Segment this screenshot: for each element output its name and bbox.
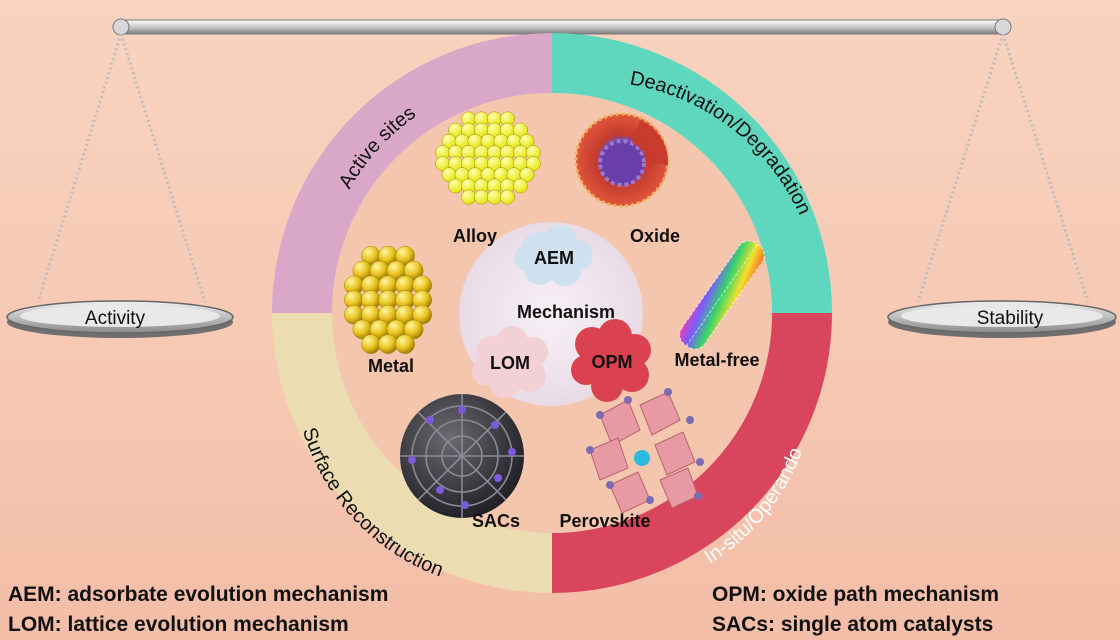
ring-segment-insitu — [552, 313, 832, 593]
lom-label: LOM — [490, 353, 530, 373]
cloud-lom: LOM — [472, 326, 548, 398]
metal-cluster-icon — [344, 246, 432, 354]
right-pan-chains — [916, 33, 1090, 303]
left-pan: Activity — [6, 300, 234, 338]
legend-lom: LOM: lattice evolution mechanism — [8, 613, 349, 636]
legend-sacs: SACs: single atom catalysts — [712, 613, 994, 636]
metal-free-label: Metal-free — [674, 350, 759, 370]
sacs-label: SACs — [472, 511, 520, 531]
perovskite-label: Perovskite — [559, 511, 650, 531]
outer-ring — [272, 33, 832, 593]
right-pan: Stability — [887, 300, 1117, 338]
ring-segment-active-sites — [272, 33, 552, 313]
balance-beam — [112, 18, 1012, 36]
legend-left: AEM: adsorbate evolution mechanism LOM: … — [8, 580, 388, 640]
alloy-label: Alloy — [453, 226, 497, 246]
alloy-cluster-icon — [435, 111, 541, 205]
sacs-fullerene-icon — [400, 394, 524, 518]
legend-aem: AEM: adsorbate evolution mechanism — [8, 583, 389, 606]
activity-label: Activity — [85, 308, 146, 329]
perovskite-lattice-icon — [586, 388, 704, 514]
cloud-aem: AEM — [514, 225, 593, 286]
legend-right: OPM: oxide path mechanism SACs: single a… — [712, 580, 999, 640]
cloud-opm: OPM — [571, 319, 651, 402]
left-pan-chains — [36, 33, 207, 303]
ring-segment-deactivation — [552, 33, 832, 313]
mechanism-title: Mechanism — [517, 302, 615, 322]
opm-label: OPM — [591, 352, 632, 372]
oxide-particle-icon — [574, 112, 670, 208]
stability-label: Stability — [977, 308, 1044, 329]
metal-label: Metal — [368, 356, 414, 376]
oxide-label: Oxide — [630, 226, 680, 246]
aem-label: AEM — [534, 248, 574, 268]
ring-segment-surface — [272, 313, 552, 593]
legend-opm: OPM: oxide path mechanism — [712, 583, 1000, 606]
